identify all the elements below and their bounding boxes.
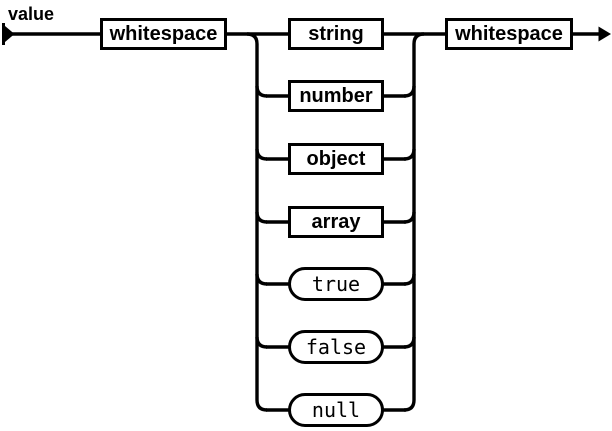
- node-whitespace-trailing: whitespace: [445, 18, 573, 50]
- left-branch-rail: [246, 32, 268, 412]
- left-branch-curves: [255, 85, 268, 349]
- node-object: object: [288, 143, 384, 175]
- end-arrow-icon: [598, 26, 611, 42]
- diagram-title: value: [8, 4, 55, 24]
- node-array: array: [288, 206, 384, 238]
- node-string: string: [288, 18, 384, 50]
- node-number: number: [288, 80, 384, 112]
- node-true: true: [288, 267, 384, 301]
- node-false: false: [288, 330, 384, 364]
- right-branch-rail: [403, 32, 425, 412]
- node-whitespace-leading: whitespace: [100, 18, 227, 50]
- node-null: null: [288, 393, 384, 427]
- right-branch-curves: [403, 85, 416, 349]
